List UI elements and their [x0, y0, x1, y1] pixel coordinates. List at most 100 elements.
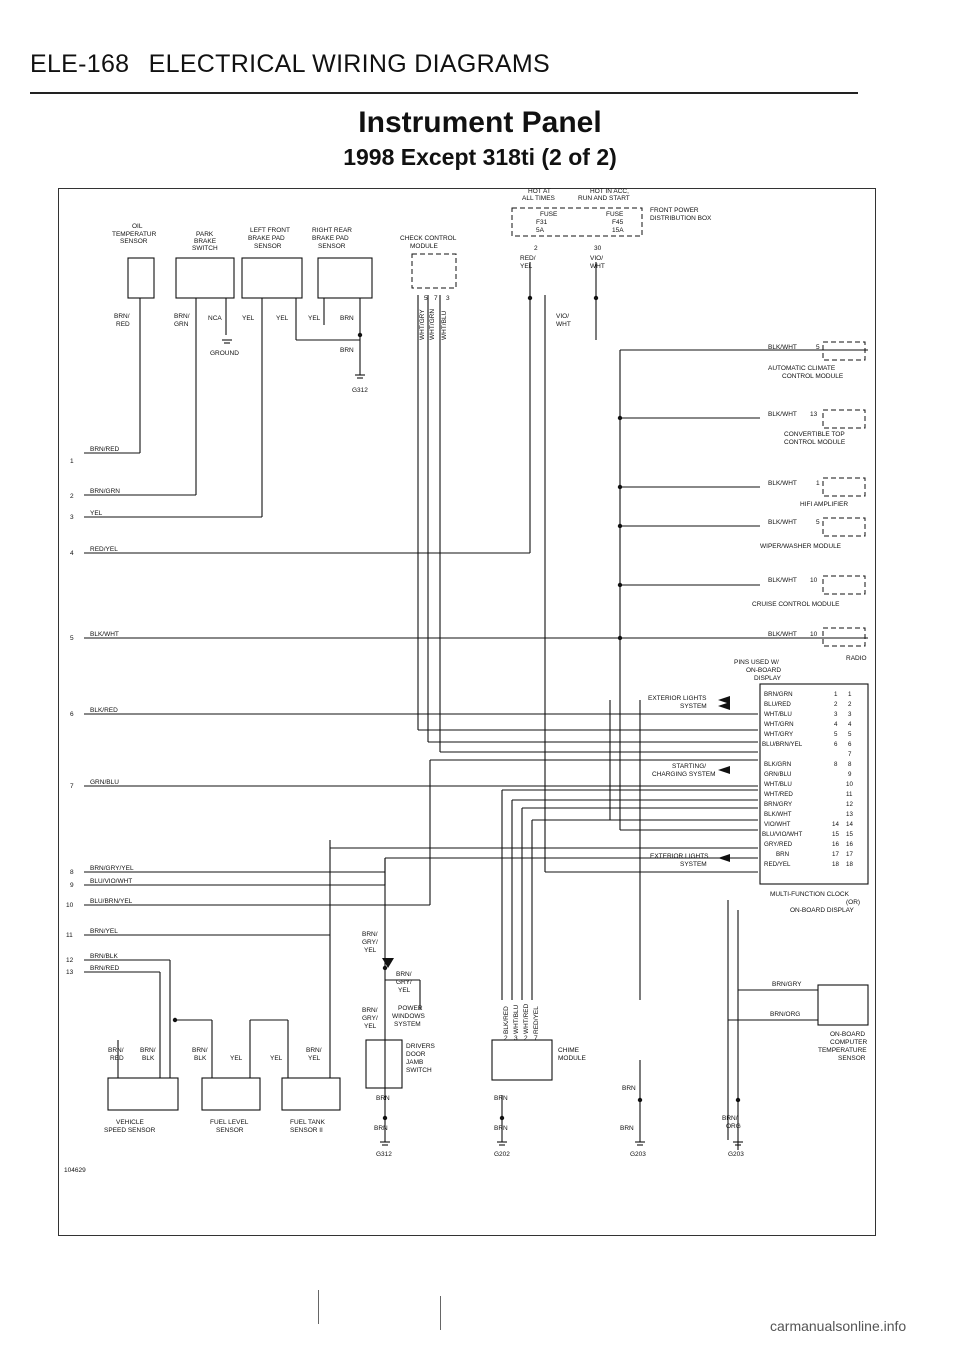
diagram-frame: [58, 188, 876, 1236]
fuse-f45: F45: [612, 219, 624, 226]
b-brn-5: BRN: [622, 1085, 636, 1092]
header-rule: [30, 92, 858, 94]
w-yel-3: YEL: [308, 315, 321, 322]
brnorg-v1: BRN/: [722, 1115, 738, 1122]
left-wire-label: BLU/BRN/YEL: [90, 898, 133, 905]
ground-label: GROUND: [210, 350, 239, 357]
page-header: ELE-168 ELECTRICAL WIRING DIAGRAMS: [30, 50, 550, 79]
wire-vio-wht-3: VIO/: [556, 313, 569, 320]
fuse-hot-in: HOT IN ACC,: [590, 188, 629, 195]
left-wire-label: BRN/BLK: [90, 953, 118, 960]
mod-line2: CONTROL MODULE: [782, 373, 844, 380]
left-wire-num: 1: [70, 458, 74, 465]
bgy-8: GRY/: [362, 1015, 378, 1022]
watermark: carmanualsonline.info: [770, 1318, 907, 1334]
dj-4: SWITCH: [406, 1067, 432, 1074]
pins-used-3: DISPLAY: [754, 675, 782, 682]
fuse-all-times: ALL TIMES: [522, 195, 556, 202]
w-brngrn-2: GRN: [174, 321, 189, 328]
diagram-subtitle: 1998 Except 318ti (2 of 2): [343, 144, 617, 170]
figure-number: 104629: [64, 1167, 86, 1174]
left-wire-num: 5: [70, 635, 74, 642]
display-pin: 12: [846, 801, 853, 808]
mod-wire: BLK/WHT: [768, 631, 797, 638]
g203-a: G203: [630, 1151, 646, 1158]
starting-2: CHARGING SYSTEM: [652, 771, 716, 778]
left-wire-label: BRN/GRY/YEL: [90, 865, 134, 872]
display-wire: BRN/GRY: [764, 801, 792, 808]
b-brnblk2-1: BRN/: [192, 1047, 208, 1054]
fts-1: FUEL TANK: [290, 1119, 326, 1126]
display-pin: 18: [846, 861, 853, 868]
dj-2: DOOR: [406, 1051, 426, 1058]
mod-wire: BLK/WHT: [768, 411, 797, 418]
left-wire-num: 4: [70, 550, 74, 557]
ccm-pin-1: 5: [424, 295, 428, 302]
display-wire: GRY/RED: [764, 841, 793, 848]
mfc-1: MULTI-FUNCTION CLOCK: [770, 891, 850, 898]
fuse-label-2: FUSE: [606, 211, 624, 218]
left-wire-num: 7: [70, 783, 74, 790]
obc-3: TEMPERATURE: [818, 1047, 867, 1054]
b-brnblk2-2: BLK: [194, 1055, 207, 1062]
chime-w3: WHT/RED: [523, 1003, 530, 1034]
starting-1: STARTING/: [672, 763, 706, 770]
bgy-6: YEL: [398, 987, 411, 994]
fts-2: SENSOR II: [290, 1127, 323, 1134]
arrows: [382, 696, 730, 968]
park-label-2: BRAKE: [194, 238, 217, 245]
display-pin: 17: [832, 851, 839, 858]
ext2-1: EXTERIOR LIGHTS: [650, 853, 709, 860]
display-pin: 6: [834, 741, 838, 748]
bgy-9: YEL: [364, 1023, 377, 1030]
b-brnred-1: BRN/: [108, 1047, 124, 1054]
ccm-wire-2: WHT/GRN: [429, 309, 436, 340]
mod-wire: BLK/WHT: [768, 344, 797, 351]
left-wire-num: 3: [70, 514, 74, 521]
header-section: ELECTRICAL WIRING DIAGRAMS: [148, 50, 551, 78]
left-wire-num: 8: [70, 869, 74, 876]
oil-label-3: SENSOR: [120, 238, 148, 245]
fls-2: SENSOR: [216, 1127, 244, 1134]
left-wire-num: 13: [66, 969, 74, 976]
oil-label-2: TEMPERATUR: [112, 231, 157, 238]
display-pin: 2: [834, 701, 838, 708]
box-line1: FRONT POWER: [650, 207, 699, 214]
oil-label-1: OIL: [132, 223, 143, 230]
chime-p2: 3: [514, 1035, 518, 1042]
fuse-pin-2: 2: [534, 245, 538, 252]
left-wire-label: BRN/YEL: [90, 928, 118, 935]
mfc-2: (OR): [846, 899, 860, 906]
display-wire: BLU/BRN/YEL: [762, 741, 803, 748]
g203-b: G203: [728, 1151, 744, 1158]
fuse-f31: F31: [536, 219, 548, 226]
display-wire: BLK/WHT: [764, 811, 792, 818]
display-pin: 5: [834, 731, 838, 738]
b-yel-b: YEL: [270, 1055, 283, 1062]
b-brnblk-2: BLK: [142, 1055, 155, 1062]
ext-lights-2: SYSTEM: [680, 703, 707, 710]
w-yel-1: YEL: [242, 315, 255, 322]
obc-2: COMPUTER: [830, 1039, 868, 1046]
mod-pin: 5: [816, 344, 820, 351]
diagram-title: Instrument Panel: [358, 106, 602, 139]
pw-3: SYSTEM: [394, 1021, 421, 1028]
w-brngrn-1: BRN/: [174, 313, 190, 320]
vss-2: SPEED SENSOR: [104, 1127, 156, 1134]
display-wire: RED/YEL: [764, 861, 791, 868]
pins-used-1: PINS USED W/: [734, 659, 779, 666]
ext-lights-1: EXTERIOR LIGHTS: [648, 695, 707, 702]
display-pin: 15: [832, 831, 839, 838]
splice-dots: [172, 295, 741, 1121]
display-pin: 16: [846, 841, 853, 848]
b-yel-a: YEL: [230, 1055, 243, 1062]
display-wire: WHT/BLU: [764, 781, 792, 788]
display-wire: BLU/VIO/WHT: [762, 831, 802, 838]
fuse-hot-at: HOT AT: [528, 188, 551, 195]
chime-2: MODULE: [558, 1055, 586, 1062]
display-wire: BLK/GRN: [764, 761, 791, 768]
display-wire: BRN: [776, 851, 789, 858]
display-pin: 3: [834, 711, 838, 718]
